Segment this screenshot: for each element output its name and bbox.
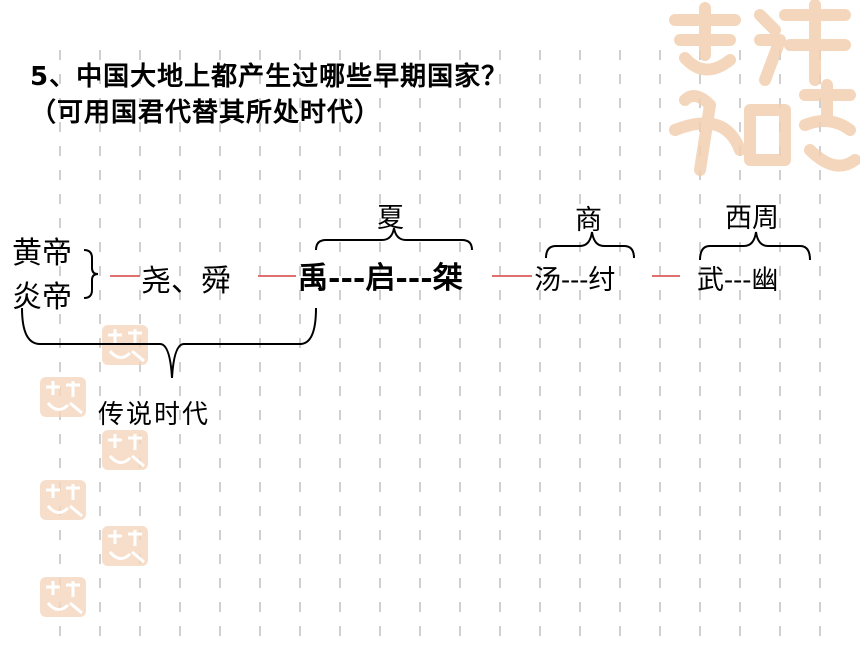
shang-rulers: 汤---纣 (534, 265, 616, 296)
ruler-yandi: 炎帝 (12, 280, 72, 315)
small-seal-icon (40, 577, 86, 617)
zhou-rulers: 武---幽 (697, 265, 779, 296)
xia-rulers: 禹---启---桀 (298, 261, 463, 296)
small-seal-icon (40, 377, 86, 417)
legend-era-label: 传说时代 (98, 400, 211, 430)
dynasty-label-zhou: 西周 (725, 203, 779, 234)
ruler-huangdi: 黄帝 (12, 236, 72, 271)
small-seal-icon (102, 526, 148, 566)
question-hint: （可用国君代替其所处时代） (30, 98, 382, 128)
brace-shang (545, 231, 635, 259)
brace-zhou (699, 231, 811, 261)
small-seal-icon (102, 430, 148, 470)
dynasty-label-shang: 商 (575, 205, 602, 236)
brace-legend-era (21, 307, 317, 379)
ruler-yao-shun: 尧、舜 (141, 264, 231, 299)
brace-huang-yan (83, 249, 99, 299)
question-title: 5、中国大地上都产生过哪些早期国家？ (30, 62, 509, 92)
small-seal-icon (40, 480, 86, 520)
brace-xia (315, 227, 473, 251)
dynasty-label-xia: 夏 (377, 203, 404, 234)
auspicious-seal-logo (669, 0, 860, 176)
